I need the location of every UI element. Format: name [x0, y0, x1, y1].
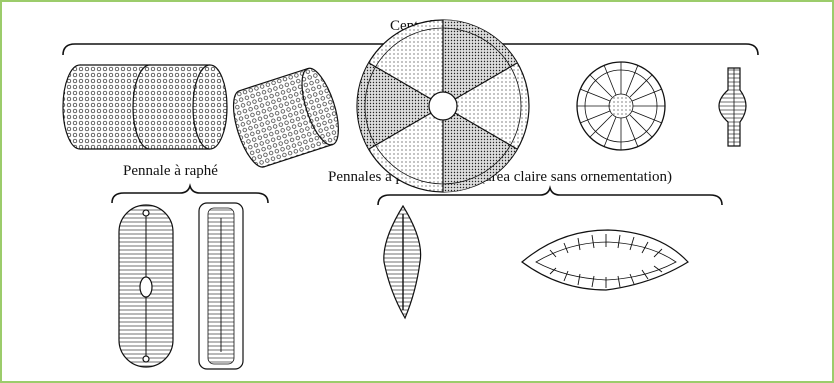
brace-pennale-raphe	[112, 186, 268, 203]
pseudoraphid-broad-valve	[522, 230, 688, 290]
centric-tilted-cylinder	[226, 64, 346, 171]
centric-radial-disc	[577, 62, 665, 150]
pennate-girdle-view	[199, 203, 243, 369]
centric-side-view	[719, 68, 746, 146]
centric-cylinder-pair	[63, 65, 227, 149]
pennate-raphe-valve	[119, 205, 173, 367]
pseudoraphid-lanceolate-valve	[384, 206, 421, 318]
centric-sectored-disc	[357, 20, 529, 192]
